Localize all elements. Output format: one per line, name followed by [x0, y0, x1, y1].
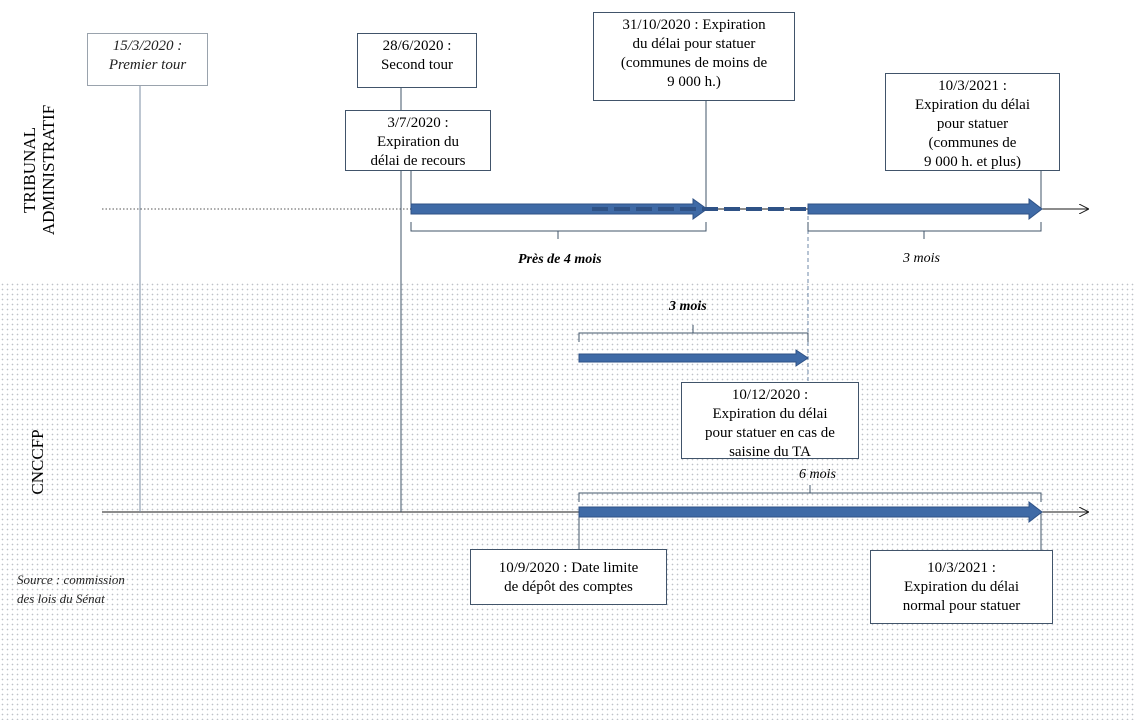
row-label-cnccfp-text: CNCCFP — [28, 429, 47, 495]
ruling-small-line1: 31/10/2020 : Expiration — [622, 17, 766, 33]
source-line2: des lois du Sénat — [17, 591, 105, 606]
first-round-date: 15/3/2020 : — [112, 38, 183, 54]
cnccfp-ta-line2: pour statuer en cas de — [705, 425, 835, 441]
brace-near-4-months — [410, 222, 707, 239]
cnccfp-ta-date: 10/12/2020 : — [731, 387, 809, 403]
row-label-cnccfp: CNCCFP — [28, 422, 48, 502]
ruling-small-line2: du délai pour statuer — [632, 36, 756, 52]
cnccfp-normal-line2: normal pour statuer — [902, 598, 1021, 614]
brace-3-months-top — [807, 222, 1042, 239]
arrow-cnccfp-6-months — [578, 500, 1043, 524]
box-ruling-small-communes: 31/10/2020 : Expiration du délai pour st… — [593, 12, 795, 101]
second-round-text: Second tour — [380, 57, 454, 73]
ruling-small-line4: 9 000 h.) — [667, 74, 721, 90]
source-note: Source : commission des lois du Sénat — [17, 570, 125, 608]
brace-3-months-mid — [578, 325, 809, 342]
ruling-large-line4: 9 000 h. et plus) — [923, 154, 1022, 170]
ruling-large-line1: Expiration du délai — [915, 97, 1030, 113]
box-second-round: 28/6/2020 : Second tour — [357, 33, 477, 88]
box-appeal-deadline: 3/7/2020 : Expiration du délai de recour… — [345, 110, 491, 171]
duration-3-months-mid: 3 mois — [669, 299, 707, 314]
cnccfp-ta-line3: saisine du TA — [729, 444, 811, 460]
duration-3-months-top: 3 mois — [903, 251, 940, 266]
appeal-deadline-date: 3/7/2020 : — [387, 115, 449, 131]
duration-near-4-months: Près de 4 mois — [518, 252, 602, 267]
brace-6-months — [578, 485, 1042, 502]
ruling-large-date: 10/3/2021 : — [938, 78, 1007, 94]
arrow-ta-first — [410, 198, 708, 220]
ruling-small-line3: (communes de moins de — [620, 55, 768, 71]
first-round-text: Premier tour — [108, 57, 187, 73]
box-ruling-large-communes: 10/3/2021 : Expiration du délai pour sta… — [885, 73, 1060, 171]
arrow-cnccfp-3-months — [578, 349, 809, 367]
appeal-deadline-line1: Expiration du — [376, 134, 460, 150]
box-accounts-deadline: 10/9/2020 : Date limite de dépôt des com… — [470, 549, 667, 605]
appeal-deadline-line2: délai de recours — [370, 153, 466, 169]
cnccfp-background — [0, 282, 1134, 720]
ruling-large-line3: (communes de — [928, 135, 1017, 151]
box-cnccfp-ta-referral: 10/12/2020 : Expiration du délai pour st… — [681, 382, 859, 460]
ruling-large-line2: pour statuer — [936, 116, 1009, 132]
duration-6-months: 6 mois — [799, 467, 836, 482]
row-label-ta: TRIBUNAL ADMINISTRATIF — [20, 95, 60, 245]
cnccfp-ta-line1: Expiration du délai — [712, 406, 828, 422]
accounts-deadline-line1: 10/9/2020 : Date limite — [498, 560, 639, 576]
source-line1: Source : commission — [17, 572, 125, 587]
cnccfp-normal-date: 10/3/2021 : — [927, 560, 996, 576]
box-first-round: 15/3/2020 : Premier tour — [87, 33, 208, 86]
arrow-ta-second — [807, 197, 1043, 221]
box-cnccfp-normal: 10/3/2021 : Expiration du délai normal p… — [870, 550, 1053, 624]
cnccfp-normal-line1: Expiration du délai — [904, 579, 1019, 595]
second-round-date: 28/6/2020 : — [382, 38, 452, 54]
accounts-deadline-line2: de dépôt des comptes — [504, 579, 633, 595]
row-label-ta-text: TRIBUNAL ADMINISTRATIF — [20, 104, 58, 236]
